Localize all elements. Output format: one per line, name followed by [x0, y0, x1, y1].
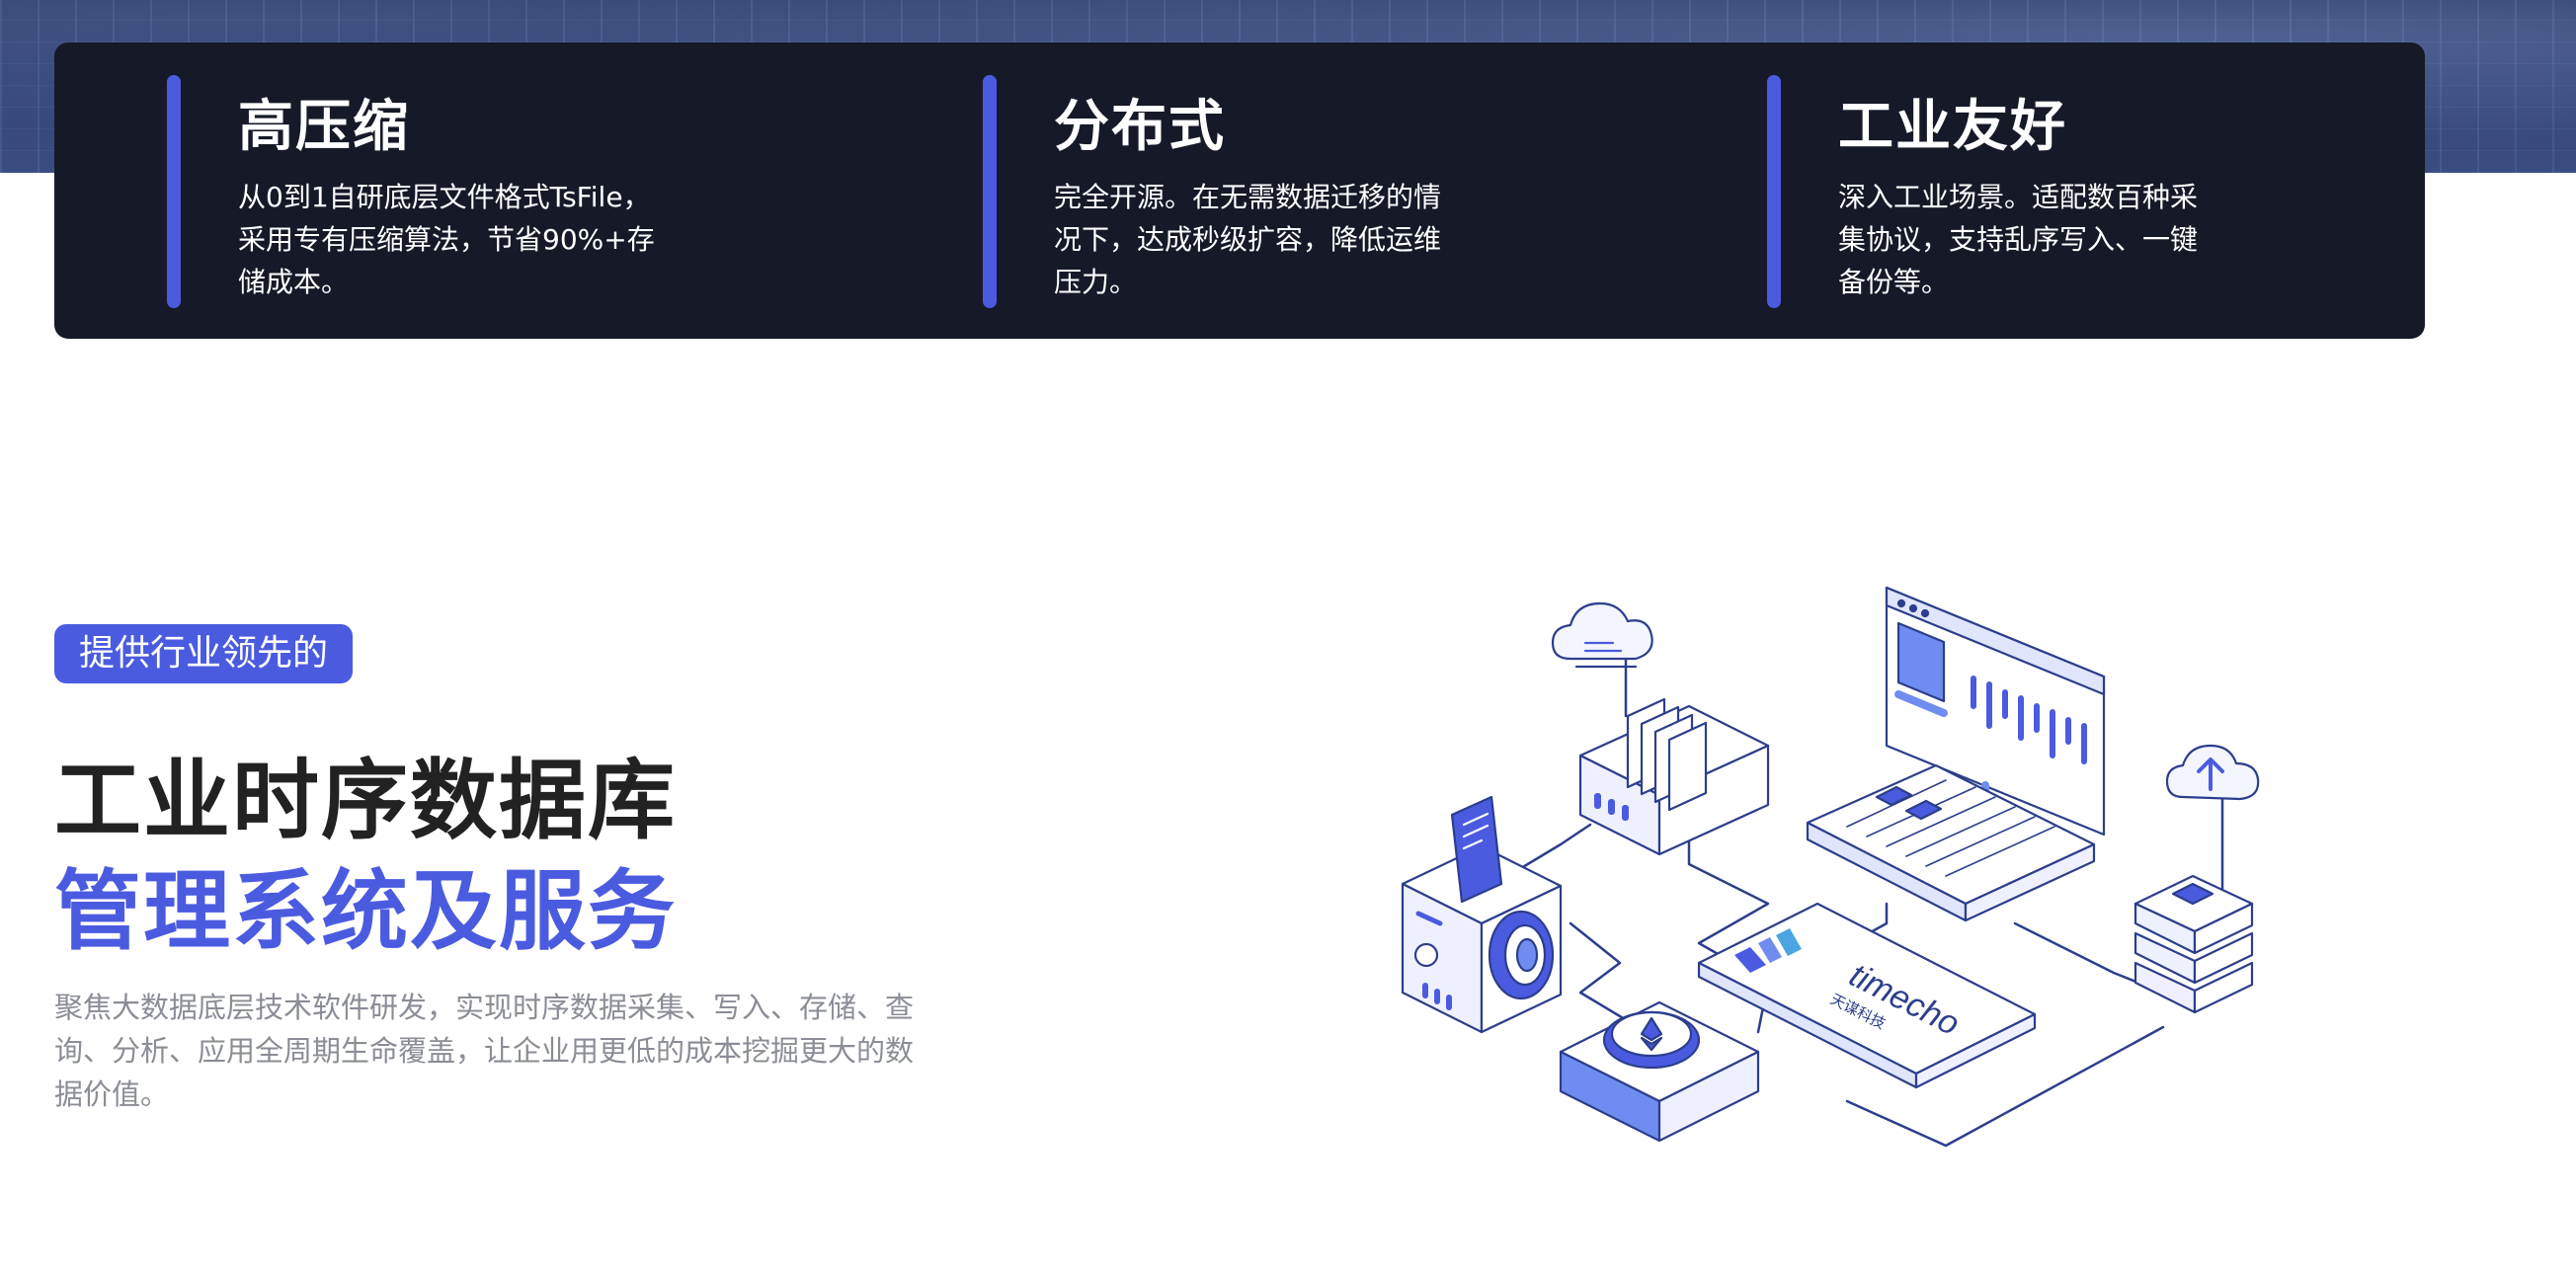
feature-accent-bar	[1767, 75, 1781, 308]
server-stack-icon	[2133, 874, 2254, 1014]
cloud-icon	[1551, 601, 1653, 669]
feature-title: 工业友好	[1838, 95, 2067, 159]
hero-headline-line1: 工业时序数据库	[54, 750, 678, 851]
feature-card-industrial: 工业友好 深入工业场景。适配数百种采集协议，支持乱序写入、一键备份等。	[1767, 42, 2399, 339]
feature-description: 从0到1自研底层文件格式TsFile，采用专有压缩算法，节省90%+存储成本。	[238, 181, 655, 298]
ethereum-coin-icon	[1559, 1000, 1760, 1143]
feature-title: 分布式	[1054, 95, 1226, 159]
hero-description: 聚焦大数据底层技术软件研发，实现时序数据采集、写入、存储、查询、分析、应用全周期…	[54, 991, 915, 1111]
feature-accent-bar	[983, 75, 997, 308]
hero-tag-badge: 提供行业领先的	[54, 624, 354, 683]
brand-card	[1697, 902, 2037, 1089]
isometric-illustration: timecho 天谋科技	[1401, 586, 2260, 1148]
feature-description: 完全开源。在无需数据迁移的情况下，达成秒级扩容，降低运维压力。	[1054, 181, 1442, 298]
features-panel: 高压缩 从0到1自研底层文件格式TsFile，采用专有压缩算法，节省90%+存储…	[54, 42, 2425, 339]
feature-card-distributed: 分布式 完全开源。在无需数据迁移的情况下，达成秒级扩容，降低运维压力。	[983, 42, 1674, 339]
feature-card-compression: 高压缩 从0到1自研底层文件格式TsFile，采用专有压缩算法，节省90%+存储…	[167, 42, 858, 339]
keyboard-icon	[1806, 763, 2096, 922]
camera-device-icon	[1401, 795, 1563, 1034]
document-box-icon	[1578, 697, 1770, 856]
upload-cloud-icon	[2165, 744, 2260, 801]
hero-headline-line2: 管理系统及服务	[54, 860, 678, 962]
feature-description: 深入工业场景。适配数百种采集协议，支持乱序写入、一键备份等。	[1838, 181, 2199, 298]
feature-title: 高压缩	[238, 95, 410, 159]
feature-accent-bar	[167, 75, 181, 308]
